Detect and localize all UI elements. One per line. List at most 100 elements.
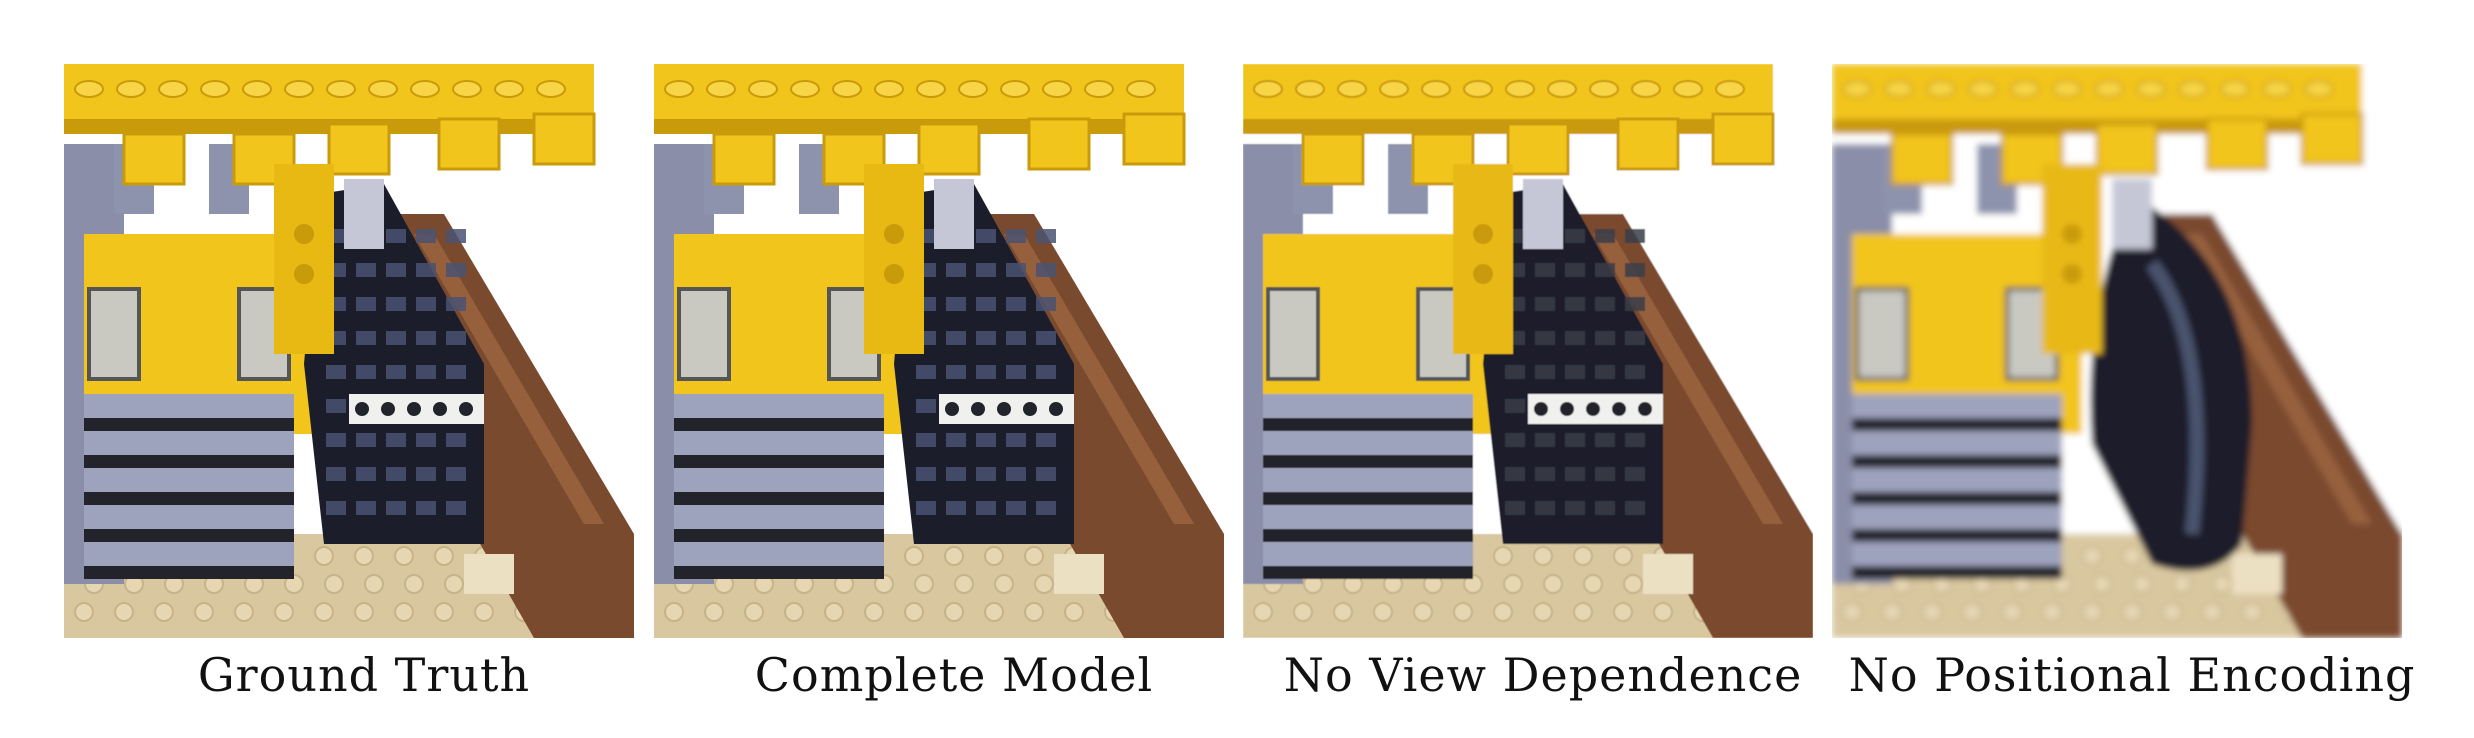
baseplate-stud bbox=[1293, 602, 1313, 622]
yellow-tooth bbox=[2205, 117, 2269, 171]
yellow-tooth bbox=[1122, 112, 1186, 166]
tread-hole bbox=[446, 501, 466, 515]
beam-hole bbox=[1049, 402, 1063, 416]
tread-hole bbox=[1595, 365, 1615, 379]
tread-hole bbox=[1535, 263, 1555, 277]
grey-plate-gap bbox=[674, 418, 884, 431]
grey-plate-gap bbox=[1852, 566, 2062, 579]
grey-axle-back bbox=[2112, 179, 2152, 249]
grey-plate bbox=[1263, 542, 1473, 566]
image-panel-no-positional-encoding bbox=[1832, 64, 2402, 638]
grey-plate-gap bbox=[1263, 566, 1473, 579]
tread-hole bbox=[386, 297, 406, 311]
tread-hole bbox=[416, 467, 436, 481]
baseplate-stud bbox=[1024, 602, 1044, 622]
baseplate-stud bbox=[364, 574, 384, 594]
baseplate-stud bbox=[444, 574, 464, 594]
baseplate-stud bbox=[314, 546, 334, 566]
top-stud bbox=[1715, 80, 1745, 98]
baseplate-stud bbox=[2162, 602, 2182, 622]
tread-hole bbox=[1006, 501, 1026, 515]
tread-hole bbox=[386, 501, 406, 515]
tan-block bbox=[2232, 554, 2282, 594]
baseplate-stud bbox=[2082, 546, 2102, 566]
top-stud bbox=[2136, 80, 2166, 98]
tread-hole bbox=[976, 229, 996, 243]
beam-hole bbox=[459, 402, 473, 416]
tread-hole bbox=[356, 331, 376, 345]
baseplate-stud bbox=[1922, 602, 1942, 622]
tread-hole bbox=[386, 331, 406, 345]
yellow-arm bbox=[1453, 164, 1513, 354]
top-stud bbox=[1589, 80, 1619, 98]
yellow-tooth bbox=[917, 122, 981, 176]
tread-hole bbox=[976, 331, 996, 345]
tread-hole bbox=[326, 399, 346, 413]
tread-hole bbox=[386, 229, 406, 243]
grey-plate bbox=[84, 542, 294, 566]
top-stud bbox=[2178, 80, 2208, 98]
tread-hole bbox=[1565, 365, 1585, 379]
baseplate-stud bbox=[864, 602, 884, 622]
tread-hole bbox=[1006, 365, 1026, 379]
beam-hole bbox=[945, 402, 959, 416]
tread-hole bbox=[1595, 263, 1615, 277]
beam-hole bbox=[433, 402, 447, 416]
top-stud bbox=[200, 80, 230, 98]
grey-plate bbox=[674, 542, 884, 566]
baseplate-stud bbox=[984, 546, 1004, 566]
beam-hole bbox=[1612, 402, 1626, 416]
baseplate-stud bbox=[1064, 602, 1084, 622]
tread-hole bbox=[1006, 263, 1026, 277]
tread-hole bbox=[1625, 297, 1645, 311]
tread-hole bbox=[446, 331, 466, 345]
top-stud bbox=[410, 80, 440, 98]
top-stud bbox=[1126, 80, 1156, 98]
grey-plate bbox=[674, 431, 884, 455]
tread-hole bbox=[416, 263, 436, 277]
top-stud bbox=[1042, 80, 1072, 98]
tread-hole bbox=[1565, 229, 1585, 243]
tread-hole bbox=[1565, 467, 1585, 481]
tread-hole bbox=[916, 501, 936, 515]
baseplate-stud bbox=[2002, 602, 2022, 622]
tread-hole bbox=[976, 297, 996, 311]
grey-plate-gap bbox=[1263, 418, 1473, 431]
top-stud bbox=[1421, 80, 1451, 98]
top-stud bbox=[664, 80, 694, 98]
tread-hole bbox=[1036, 229, 1056, 243]
grey-plate-gap bbox=[84, 566, 294, 579]
tread-hole bbox=[1036, 467, 1056, 481]
baseplate-stud bbox=[2092, 574, 2112, 594]
scene-group bbox=[64, 64, 634, 638]
tread-hole bbox=[1595, 331, 1615, 345]
top-stud bbox=[1884, 80, 1914, 98]
tread-hole bbox=[1595, 433, 1615, 447]
scene-group bbox=[654, 64, 1224, 638]
grey-plate bbox=[1263, 468, 1473, 492]
tread-hole bbox=[446, 297, 466, 311]
grey-plate-gap bbox=[1852, 455, 2062, 468]
tread-hole bbox=[446, 467, 466, 481]
baseplate-stud bbox=[1613, 602, 1633, 622]
baseplate-stud bbox=[354, 546, 374, 566]
baseplate-stud bbox=[234, 602, 254, 622]
grey-plate bbox=[1852, 468, 2062, 492]
tread-hole bbox=[1535, 331, 1555, 345]
grey-axle-back bbox=[1523, 179, 1563, 249]
arm-stud bbox=[1473, 224, 1493, 244]
tread-hole bbox=[356, 365, 376, 379]
baseplate-stud bbox=[784, 602, 804, 622]
grey-plate bbox=[84, 468, 294, 492]
tread-hole bbox=[1036, 501, 1056, 515]
baseplate-stud bbox=[1503, 574, 1523, 594]
arm-stud bbox=[2062, 224, 2082, 244]
top-stud bbox=[916, 80, 946, 98]
tread-hole bbox=[1535, 365, 1555, 379]
top-stud bbox=[116, 80, 146, 98]
grey-plate-gap bbox=[84, 455, 294, 468]
yellow-tooth bbox=[1890, 132, 1954, 186]
arm-stud bbox=[884, 264, 904, 284]
tread-hole bbox=[356, 467, 376, 481]
baseplate-stud bbox=[944, 602, 964, 622]
